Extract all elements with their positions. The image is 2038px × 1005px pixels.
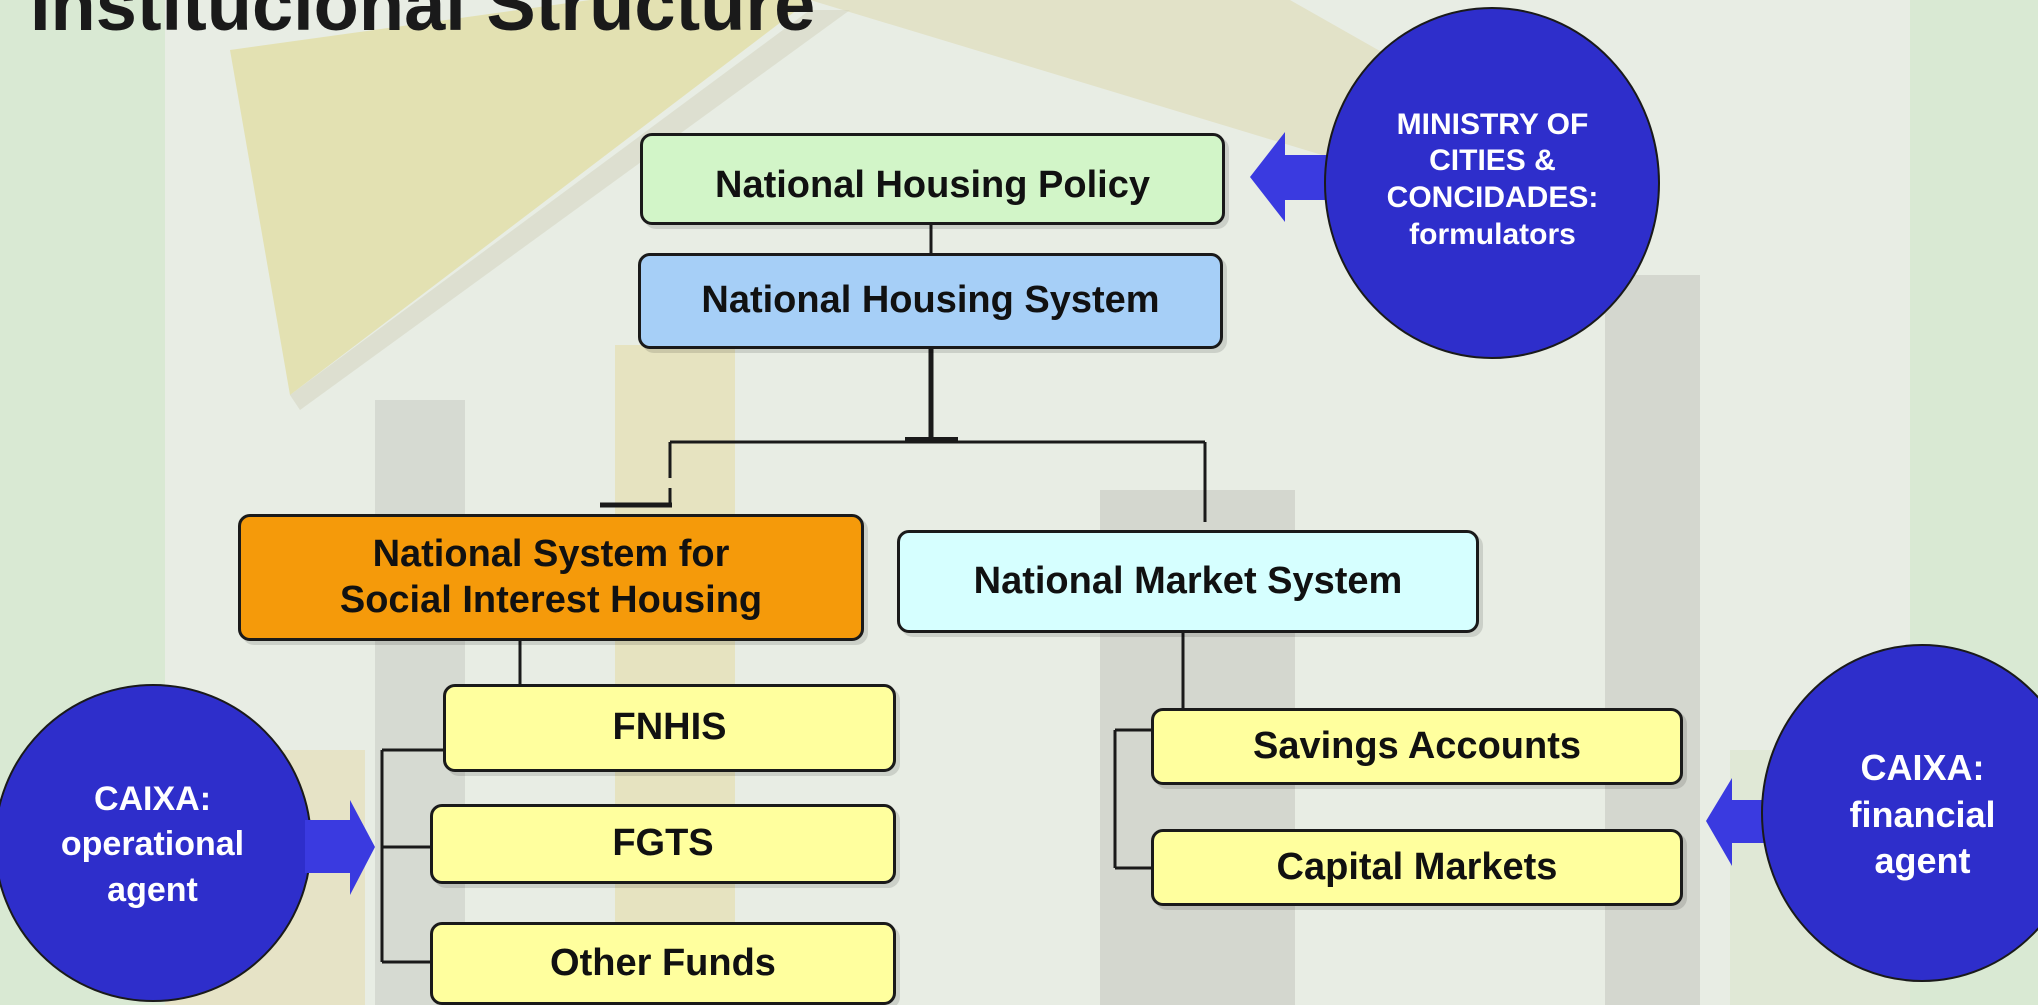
ministry-agent-label: MINISTRY OF CITIES & CONCIDADES: formula… [1386, 107, 1599, 251]
national-housing-policy-label: National Housing Policy [715, 164, 1150, 207]
savings-accounts-box: Savings Accounts [1151, 708, 1683, 785]
ministry-circle [1324, 7, 1660, 359]
fgts-label: FGTS [612, 822, 714, 865]
social-interest-housing-label: National System for Social Interest Hous… [339, 532, 763, 621]
national-market-system-label: National Market System [973, 559, 1403, 602]
fgts-box: FGTS [430, 804, 896, 884]
other-funds-label: Other Funds [550, 941, 776, 984]
roof-left [230, 0, 810, 395]
ministry-arrow-icon [1250, 132, 1340, 222]
operational-agent-label: CAIXA: operational agent [60, 780, 245, 909]
operational-arrow-icon [305, 800, 375, 895]
national-housing-system-label: National Housing System [701, 279, 1160, 322]
other-funds-box: Other Funds [430, 922, 896, 1005]
fnhis-box: FNHIS [443, 684, 896, 772]
national-market-system-box: National Market System [897, 530, 1479, 633]
capital-markets-box: Capital Markets [1151, 829, 1683, 906]
financial-agent-circle [1761, 644, 2038, 982]
fnhis-label: FNHIS [612, 706, 727, 749]
page-title: Institucional Structure [30, 0, 816, 46]
national-housing-system-box: National Housing System [638, 253, 1223, 349]
savings-accounts-label: Savings Accounts [1252, 724, 1581, 767]
social-interest-housing-box: National System for Social Interest Hous… [238, 514, 864, 641]
financial-agent-label: CAIXA: financial agent [1849, 746, 1996, 882]
national-housing-policy-box: National Housing Policy [640, 133, 1225, 225]
roof-shadow [290, 10, 850, 410]
capital-markets-label: Capital Markets [1276, 845, 1558, 888]
